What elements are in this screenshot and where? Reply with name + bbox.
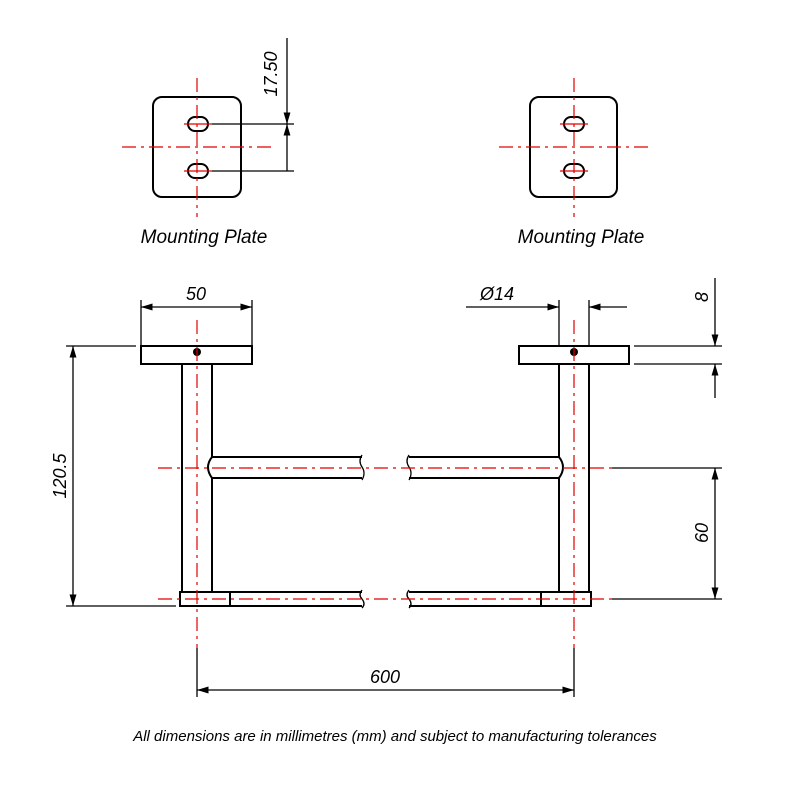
right-bracket [518,345,630,607]
upper-bar [212,454,559,481]
bar-spacing-text: 60 [692,523,712,543]
left-base-plate [140,345,253,365]
length-dimension: 600 [196,648,575,697]
slot-spacing-dimension: 17.50 [212,38,294,172]
mounting-plate-right [499,78,649,217]
lower-bar [230,589,541,609]
mounting-plate-left [122,78,272,217]
mounting-plate-left-label: Mounting Plate [141,227,268,248]
right-base-plate [518,345,630,365]
plate-thickness-text: 8 [692,292,712,302]
total-height-text: 120.5 [50,452,70,498]
plate-thickness-dimension: 8 [634,278,722,398]
bar-spacing-dimension: 60 [612,467,722,600]
total-height-dimension: 120.5 [50,345,176,607]
slot-spacing-text: 17.50 [261,51,281,96]
post-diameter-dimension: Ø14 [466,284,627,346]
dimensions-note: All dimensions are in millimetres (mm) a… [132,728,657,745]
plate-width-dimension: 50 [140,284,253,346]
post-diameter-text: Ø14 [479,284,514,304]
plate-width-text: 50 [186,284,206,304]
mounting-plate-right-label: Mounting Plate [518,227,645,248]
centerlines [158,320,612,648]
length-text: 600 [370,667,400,687]
